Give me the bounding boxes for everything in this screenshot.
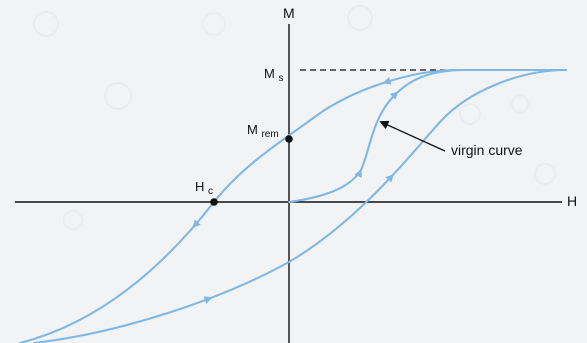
hc-point [210,198,218,206]
mrem-point [285,135,293,143]
background-watermark [33,5,556,230]
hc-label-main: H [195,179,204,194]
arrow-upper-lower-icon [192,219,201,229]
virgin-curve-label: virgin curve [451,142,523,158]
hc-label-sub: c [208,186,213,197]
y-axis-label: M [283,5,295,21]
mrem-label: M rem [247,122,279,140]
arrow-lower-right-icon [385,173,394,183]
hysteresis-upper-branch [18,68,568,343]
ms-label-main: M [264,66,275,81]
arrow-lower-left-icon [203,296,213,304]
ms-label: M s [264,66,283,84]
virgin-curve-arrow [379,120,446,152]
arrow-virgin-upper-icon [389,91,399,100]
x-axis-label: H [567,193,577,209]
mrem-label-main: M [247,122,258,137]
hc-label: H c [195,179,213,197]
virgin-curve [287,68,468,204]
arrow-upper-left-icon [382,76,392,85]
mrem-label-sub: rem [261,129,278,140]
ms-label-sub: s [278,73,283,84]
arrow-virgin-lower-icon [354,168,362,178]
hysteresis-lower-branch [32,68,568,343]
